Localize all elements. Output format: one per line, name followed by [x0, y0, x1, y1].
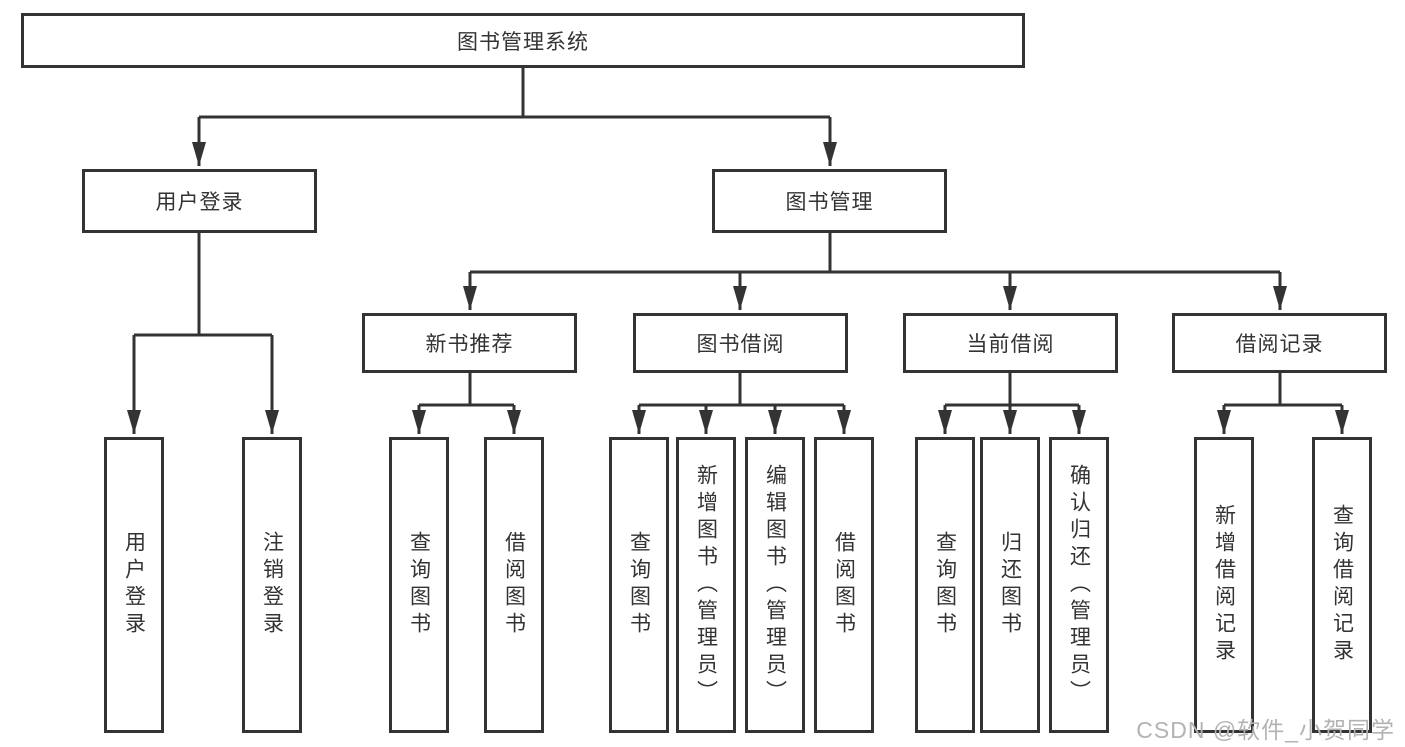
leaf-edit-book-admin: 编辑图书（管理员）	[745, 437, 805, 733]
node-label: 新书推荐	[425, 333, 514, 356]
node-book-management-branch: 图书管理	[712, 169, 947, 233]
leaf-query-books-borrow: 查询图书	[609, 437, 669, 733]
node-label: 查询图书	[933, 531, 957, 639]
node-label: 确认归还（管理员）	[1067, 463, 1091, 707]
node-label: 当前借阅	[966, 333, 1055, 356]
node-label: 用户登录	[122, 531, 146, 639]
csdn-watermark: CSDN @软件_小贺同学	[1136, 717, 1395, 743]
leaf-borrow-books-recommend: 借阅图书	[484, 437, 544, 733]
leaf-borrow-books: 借阅图书	[814, 437, 874, 733]
leaf-query-borrow-record: 查询借阅记录	[1312, 437, 1372, 733]
node-label: 借阅记录	[1235, 333, 1324, 356]
node-label: 查询借阅记录	[1330, 504, 1354, 666]
node-label: 查询图书	[627, 531, 651, 639]
node-label: 查询图书	[407, 531, 431, 639]
connector-root	[199, 68, 830, 119]
connector-mgmt	[470, 233, 1280, 274]
leaf-query-books-current: 查询图书	[915, 437, 975, 733]
node-label: 借阅图书	[832, 531, 856, 639]
node-label: 用户登录	[155, 191, 244, 214]
node-label: 注销登录	[260, 531, 284, 639]
leaf-confirm-return-admin: 确认归还（管理员）	[1049, 437, 1109, 733]
connector-current	[945, 373, 1079, 407]
node-system-root: 图书管理系统	[21, 13, 1025, 68]
connector-records	[1224, 373, 1342, 407]
node-label: 借阅图书	[502, 531, 526, 639]
leaf-add-borrow-record: 新增借阅记录	[1194, 437, 1254, 733]
connector-borrow	[639, 373, 844, 407]
leaf-add-book-admin: 新增图书（管理员）	[676, 437, 736, 733]
connector-newbook	[419, 373, 514, 407]
node-borrow-records: 借阅记录	[1172, 313, 1387, 373]
node-label: 新增图书（管理员）	[694, 463, 718, 707]
leaf-logout: 注销登录	[242, 437, 302, 733]
node-book-borrow: 图书借阅	[633, 313, 848, 373]
node-label: 归还图书	[998, 531, 1022, 639]
node-label: 新增借阅记录	[1212, 504, 1236, 666]
node-label: 图书管理	[785, 191, 874, 214]
leaf-query-books-recommend: 查询图书	[389, 437, 449, 733]
node-label: 图书管理系统	[457, 30, 589, 54]
node-label: 图书借阅	[696, 333, 785, 356]
node-label: 编辑图书（管理员）	[763, 463, 787, 707]
connector-login	[134, 233, 272, 337]
node-current-borrow: 当前借阅	[903, 313, 1118, 373]
leaf-return-book: 归还图书	[980, 437, 1040, 733]
leaf-user-login: 用户登录	[104, 437, 164, 733]
node-new-book-recommend: 新书推荐	[362, 313, 577, 373]
node-user-login-branch: 用户登录	[82, 169, 317, 233]
